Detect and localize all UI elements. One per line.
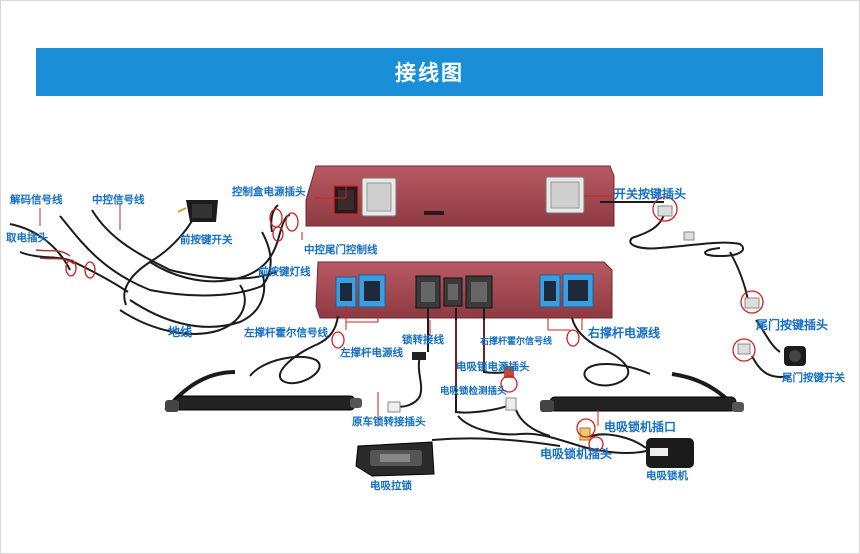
control-module-top [305, 165, 615, 227]
page-title: 接线图 [395, 61, 464, 85]
lock-adapter-plugs [387, 352, 517, 413]
label-front-key-light: 前按键灯线 [258, 266, 311, 278]
label-tailgate-key-plug: 尾门按键插头 [756, 318, 829, 332]
power-tap-wire [35, 249, 75, 265]
left-strut-wire [249, 315, 339, 385]
label-lock-motor-plug: 电吸锁机插头 [540, 447, 613, 461]
label-front-key-switch: 前按键开关 [180, 234, 233, 246]
left-strut [164, 370, 362, 412]
label-power-tap-plug: 取电插头 [6, 232, 48, 244]
label-suction-lock-power-plug: 电吸锁电源插头 [456, 361, 530, 373]
label-lock-motor: 电吸锁机 [646, 470, 688, 482]
title-banner: 接线图 [36, 48, 823, 96]
label-central-signal: 中控信号线 [92, 194, 145, 206]
switch-harness [600, 201, 791, 378]
leader-lines [39, 186, 612, 426]
label-left-strut-hall: 左撑杆霍尔信号线 [244, 327, 328, 339]
label-suction-lock-detect-plug: 电吸锁检测插头 [440, 386, 507, 397]
switch-plug-part [657, 205, 760, 355]
label-tailgate-key-switch: 尾门按键开关 [782, 372, 845, 384]
control-module-bottom [315, 261, 613, 319]
main-harness [9, 204, 291, 335]
right-strut [540, 372, 744, 412]
front-key-switch-part [177, 200, 218, 222]
label-orig-lock-adapter-plug: 原车锁转接插头 [352, 416, 426, 428]
label-decode-signal: 解码信号线 [10, 194, 63, 206]
label-suction-latch: 电吸拉锁 [370, 480, 412, 492]
label-central-tailgate-control: 中控尾门控制线 [304, 244, 378, 256]
label-switch-key-plug: 开关按键插头 [614, 187, 687, 201]
label-right-strut-power: 右撑杆电源线 [588, 326, 661, 340]
label-lock-motor-port: 电吸锁机插口 [604, 420, 677, 434]
callout-circles [65, 196, 764, 452]
lock-motor-part [579, 427, 694, 468]
label-left-strut-power: 左撑杆电源线 [340, 347, 403, 359]
label-lock-adapter: 锁转接线 [402, 334, 444, 346]
label-ground-wire: 地线 [168, 325, 193, 339]
label-right-strut-hall: 右撑杆霍尔信号线 [480, 337, 553, 347]
label-control-box-power: 控制盒电源插头 [232, 186, 306, 198]
tailgate-key-switch-part [784, 346, 806, 366]
right-strut-wire [571, 317, 651, 387]
suction-latch-part [355, 441, 435, 477]
